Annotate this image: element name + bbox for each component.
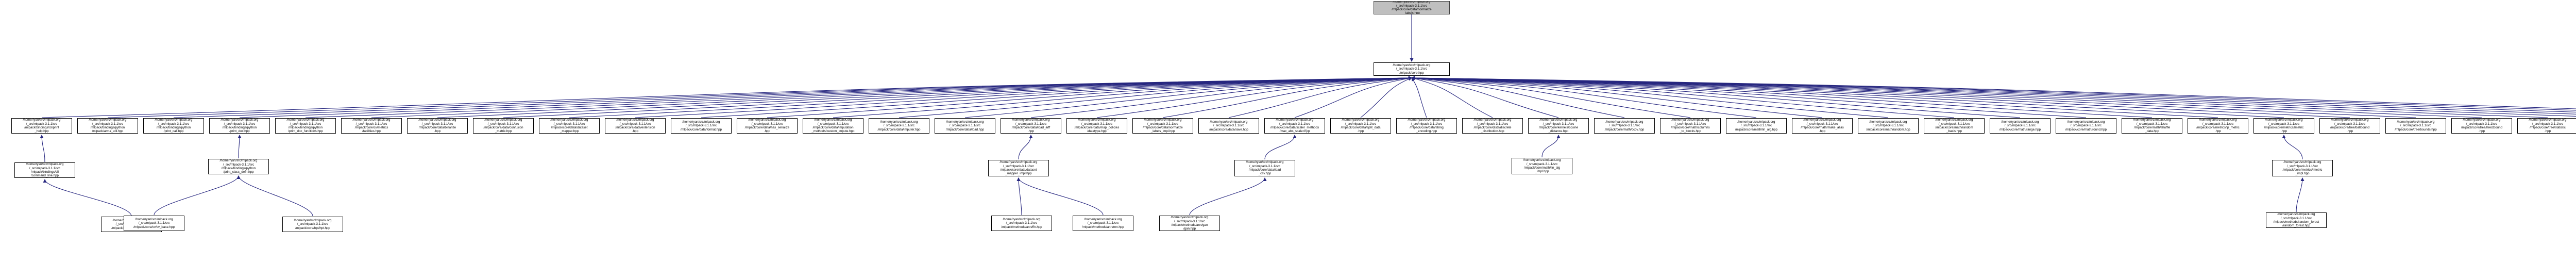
graph-node[interactable]: /home/ryan/src/mlpack.org /_src/mlpack-3…: [2266, 212, 2327, 228]
graph-node[interactable]: /home/ryan/src/mlpack.org /_src/mlpack-3…: [539, 118, 600, 134]
graph-node[interactable]: /home/ryan/src/mlpack.org /_src/mlpack-3…: [1374, 62, 1450, 76]
graph-node[interactable]: /home/ryan/src/mlpack.org /_src/mlpack-3…: [2272, 160, 2333, 176]
graph-node[interactable]: /home/ryan/src/mlpack.org /_src/mlpack-3…: [869, 118, 929, 134]
graph-node[interactable]: /home/ryan/src/mlpack.org /_src/mlpack-3…: [407, 118, 468, 134]
graph-node[interactable]: /home/ryan/src/mlpack.org /_src/mlpack-3…: [1159, 216, 1220, 231]
graph-node[interactable]: /home/ryan/src/mlpack.org /_src/mlpack-3…: [1512, 158, 1572, 174]
graph-node[interactable]: /home/ryan/src/mlpack.org /_src/mlpack-3…: [1264, 118, 1325, 134]
graph-node[interactable]: /home/ryan/src/mlpack.org /_src/mlpack-3…: [1924, 118, 1985, 134]
graph-node[interactable]: /home/ryan/src/mlpack.org /_src/mlpack-3…: [2517, 118, 2576, 134]
graph-node[interactable]: /home/ryan/src/mlpack.org /_src/mlpack-3…: [143, 118, 204, 134]
graph-node[interactable]: /home/ryan/src/mlpack.org /_src/mlpack-3…: [1234, 160, 1295, 176]
graph-node[interactable]: /home/ryan/src/mlpack.org /_src/mlpack-3…: [14, 162, 75, 178]
graph-node[interactable]: /home/ryan/src/mlpack.org /_src/mlpack-3…: [1001, 118, 1061, 134]
graph-node[interactable]: /home/ryan/src/mlpack.org /_src/mlpack-3…: [1726, 118, 1787, 134]
graph-node[interactable]: /home/ryan/src/mlpack.org /_src/mlpack-3…: [935, 118, 995, 134]
graph-node[interactable]: /home/ryan/src/mlpack.org /_src/mlpack-3…: [1396, 118, 1457, 134]
graph-node-root[interactable]: /home/ryan/src/mlpack.org /_src/mlpack-3…: [1374, 1, 1450, 14]
graph-node[interactable]: /home/ryan/src/mlpack.org /_src/mlpack-3…: [473, 118, 534, 134]
graph-node[interactable]: /home/ryan/src/mlpack.org /_src/mlpack-3…: [208, 159, 269, 174]
graph-node[interactable]: /home/ryan/src/mlpack.org /_src/mlpack-3…: [124, 216, 184, 231]
graph-node[interactable]: /home/ryan/src/mlpack.org /_src/mlpack-3…: [1073, 216, 1133, 231]
graph-node[interactable]: /home/ryan/src/mlpack.org /_src/mlpack-3…: [1066, 118, 1127, 134]
graph-node[interactable]: /home/ryan/src/mlpack.org /_src/mlpack-3…: [2253, 118, 2314, 134]
graph-node[interactable]: /home/ryan/src/mlpack.org /_src/mlpack-3…: [1594, 118, 1655, 134]
graph-node[interactable]: /home/ryan/src/mlpack.org /_src/mlpack-3…: [209, 118, 270, 134]
graph-node[interactable]: /home/ryan/src/mlpack.org /_src/mlpack-3…: [282, 217, 343, 232]
graph-node[interactable]: /home/ryan/src/mlpack.org /_src/mlpack-3…: [1198, 118, 1259, 134]
graph-node[interactable]: /home/ryan/src/mlpack.org /_src/mlpack-3…: [605, 118, 666, 134]
graph-node[interactable]: /home/ryan/src/mlpack.org /_src/mlpack-3…: [1132, 118, 1193, 134]
graph-node[interactable]: /home/ryan/src/mlpack.org /_src/mlpack-3…: [988, 160, 1049, 176]
graph-node[interactable]: /home/ryan/src/mlpack.org /_src/mlpack-3…: [11, 118, 72, 134]
graph-node[interactable]: /home/ryan/src/mlpack.org /_src/mlpack-3…: [991, 216, 1052, 231]
graph-node[interactable]: /home/ryan/src/mlpack.org /_src/mlpack-3…: [2056, 118, 2116, 134]
graph-node[interactable]: /home/ryan/src/mlpack.org /_src/mlpack-3…: [1858, 118, 1919, 134]
graph-node[interactable]: /home/ryan/src/mlpack.org /_src/mlpack-3…: [275, 118, 336, 134]
graph-node[interactable]: /home/ryan/src/mlpack.org /_src/mlpack-3…: [1990, 118, 2050, 134]
graph-node[interactable]: /home/ryan/src/mlpack.org /_src/mlpack-3…: [2451, 118, 2512, 134]
graph-node[interactable]: /home/ryan/src/mlpack.org /_src/mlpack-3…: [2385, 118, 2446, 134]
graph-node[interactable]: /home/ryan/src/mlpack.org /_src/mlpack-3…: [1792, 118, 1853, 134]
graph-node[interactable]: /home/ryan/src/mlpack.org /_src/mlpack-3…: [2122, 118, 2182, 134]
graph-node[interactable]: /home/ryan/src/mlpack.org /_src/mlpack-3…: [1528, 118, 1589, 134]
graph-node[interactable]: /home/ryan/src/mlpack.org /_src/mlpack-3…: [341, 118, 402, 134]
graph-node[interactable]: /home/ryan/src/mlpack.org /_src/mlpack-3…: [803, 118, 863, 134]
graph-node[interactable]: /home/ryan/src/mlpack.org /_src/mlpack-3…: [2188, 118, 2248, 134]
graph-node[interactable]: /home/ryan/src/mlpack.org /_src/mlpack-3…: [737, 118, 798, 134]
graph-node[interactable]: /home/ryan/src/mlpack.org /_src/mlpack-3…: [1660, 118, 1721, 134]
graph-node[interactable]: /home/ryan/src/mlpack.org /_src/mlpack-3…: [2319, 118, 2380, 134]
graph-node[interactable]: /home/ryan/src/mlpack.org /_src/mlpack-3…: [671, 118, 732, 134]
graph-node[interactable]: /home/ryan/src/mlpack.org /_src/mlpack-3…: [1462, 118, 1523, 134]
graph-node[interactable]: /home/ryan/src/mlpack.org /_src/mlpack-3…: [1330, 118, 1391, 134]
graph-node[interactable]: /home/ryan/src/mlpack.org /_src/mlpack-3…: [77, 118, 138, 134]
